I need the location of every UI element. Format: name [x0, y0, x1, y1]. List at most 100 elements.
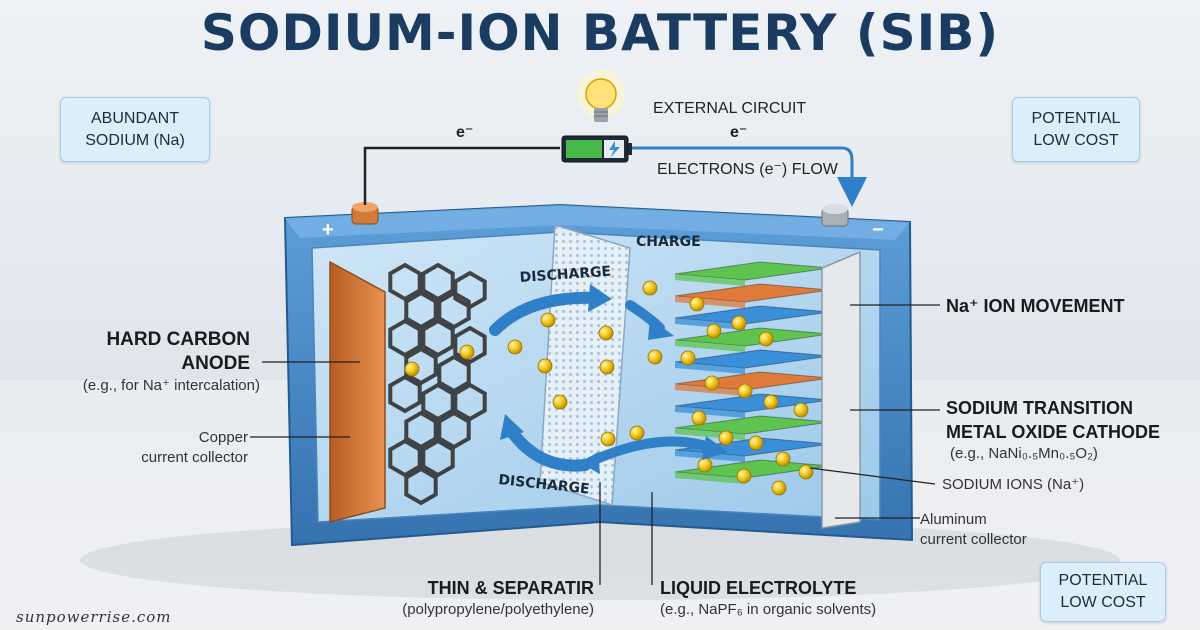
- sodium-ion: [704, 375, 720, 391]
- carbon-hexagon: [388, 318, 422, 358]
- carbon-hexagon: [388, 438, 422, 478]
- sodium-ion: [680, 350, 696, 366]
- positive-terminal: [351, 202, 379, 225]
- negative-terminal: [821, 204, 849, 227]
- external-wire-right: [628, 146, 867, 207]
- sodium-ion: [691, 410, 707, 426]
- carbon-hexagon: [404, 346, 438, 386]
- aluminum-collector-label: Aluminum current collector: [920, 510, 1027, 550]
- sodium-ion: [552, 394, 568, 410]
- sodium-ion: [775, 451, 791, 467]
- plus-sign: +: [322, 219, 334, 241]
- external-circuit-label: EXTERNAL CIRCUIT: [653, 100, 807, 117]
- cathode-layer-edge: [675, 362, 745, 374]
- battery-indicator-icon: [561, 135, 632, 163]
- carbon-hexagon: [421, 262, 455, 302]
- carbon-hexagon: [404, 410, 438, 450]
- copper-line-1: Copper: [198, 429, 248, 446]
- low-cost-callout-top: POTENTIAL LOW COST: [1012, 97, 1140, 162]
- anode-subtitle: (e.g., for Na⁺ intercalation): [82, 377, 260, 394]
- electrolyte-subtitle: (e.g., NaPF₆ in organic solvents): [660, 601, 877, 618]
- aluminum-line-2: current collector: [920, 531, 1027, 548]
- abundant-sodium-callout: ABUNDANT SODIUM (Na): [60, 97, 210, 162]
- carbon-hexagon: [388, 262, 422, 302]
- carbon-hexagon: [437, 354, 471, 394]
- carbon-hexagon: [421, 318, 455, 358]
- sodium-ion: [598, 325, 614, 341]
- sodium-ion: [731, 315, 747, 331]
- carbon-hexagon: [388, 374, 422, 414]
- sodium-ion: [697, 457, 713, 473]
- ion-movement-arrow: [585, 436, 717, 467]
- low-cost-callout-bottom: POTENTIAL LOW COST: [1040, 562, 1166, 622]
- sodium-ion: [647, 349, 663, 365]
- sodium-ion: [600, 431, 616, 447]
- discharge-top-label: DISCHARGE: [519, 264, 611, 286]
- discharge-arrow-top-head: [588, 284, 612, 312]
- hard-carbon-hexagons: [388, 262, 487, 506]
- sodium-ion: [758, 331, 774, 347]
- carbon-hexagon: [421, 438, 455, 478]
- minus-sign: −: [872, 219, 884, 241]
- low-cost-top-line-1: POTENTIAL: [1031, 109, 1121, 127]
- sodium-ion: [706, 323, 722, 339]
- sodium-ion: [507, 339, 523, 355]
- sodium-ions-label: SODIUM IONS (Na⁺): [942, 476, 1085, 493]
- sodium-ion: [642, 280, 658, 296]
- low-cost-bottom-line-2: LOW COST: [1060, 594, 1146, 611]
- carbon-hexagon: [404, 466, 438, 506]
- page-title: SODIUM-ION BATTERY (SIB): [200, 4, 1000, 62]
- sodium-ion: [459, 344, 475, 360]
- sodium-ion: [629, 425, 645, 441]
- cathode-layer-edge: [675, 472, 745, 484]
- sodium-ion-particles: [404, 280, 814, 496]
- low-cost-bottom-line-1: POTENTIAL: [1058, 572, 1148, 589]
- sodium-ion: [737, 383, 753, 399]
- sodium-ion: [763, 394, 779, 410]
- cathode-title-line-1: SODIUM TRANSITION: [946, 398, 1133, 418]
- sodium-ion: [736, 468, 752, 484]
- sodium-ion: [793, 402, 809, 418]
- electron-left-label: e⁻: [456, 124, 474, 141]
- cathode-layer-edge: [675, 340, 745, 352]
- carbon-hexagon: [437, 290, 471, 330]
- electron-flow-label: ELECTRONS (e⁻) FLOW: [657, 161, 838, 178]
- carbon-hexagon: [404, 290, 438, 330]
- low-cost-top-line-2: LOW COST: [1033, 131, 1119, 149]
- abundant-line-1: ABUNDANT: [90, 109, 179, 127]
- carbon-hexagon: [453, 325, 487, 365]
- leader-lines: [250, 304, 940, 585]
- anode-title: HARD CARBON ANODE: [40, 328, 250, 376]
- charge-arrow-head: [648, 318, 674, 340]
- cathode-title-line-2: METAL OXIDE CATHODE: [946, 422, 1161, 442]
- sodium-ion: [798, 464, 814, 480]
- sodium-ion: [404, 361, 420, 377]
- electron-right-label: e⁻: [730, 124, 748, 141]
- discharge-arrow-bottom: [506, 426, 591, 472]
- copper-current-collector: [329, 260, 386, 523]
- discharge-arrow-bottom-head: [500, 414, 524, 440]
- sodium-ion: [748, 435, 764, 451]
- cathode-layer-edge: [675, 406, 745, 418]
- copper-line-2: current collector: [141, 449, 248, 466]
- carbon-hexagon: [453, 382, 487, 422]
- discharge-arrow-top: [489, 291, 604, 336]
- carbon-hexagon: [421, 382, 455, 422]
- cathode-layer-edge: [675, 318, 745, 330]
- separator-subtitle: (polypropylene/polyethylene): [402, 601, 594, 618]
- anode-title-line-2: ANODE: [181, 353, 250, 374]
- copper-collector-label: Copper current collector: [60, 428, 248, 468]
- cathode-layer-edge: [675, 274, 745, 286]
- casing-top-edge: [285, 205, 910, 240]
- sodium-ion: [689, 296, 705, 312]
- sodium-ion: [771, 480, 787, 496]
- sodium-ion: [537, 358, 553, 374]
- sodium-ion: [599, 359, 615, 375]
- watermark: sunpowerrise.com: [16, 608, 172, 626]
- sodium-ion: [540, 312, 556, 328]
- electrolyte-title: LIQUID ELECTROLYTE: [660, 578, 857, 598]
- carbon-hexagon: [437, 410, 471, 450]
- aluminum-line-1: Aluminum: [920, 511, 987, 528]
- aluminum-current-collector: [821, 250, 861, 529]
